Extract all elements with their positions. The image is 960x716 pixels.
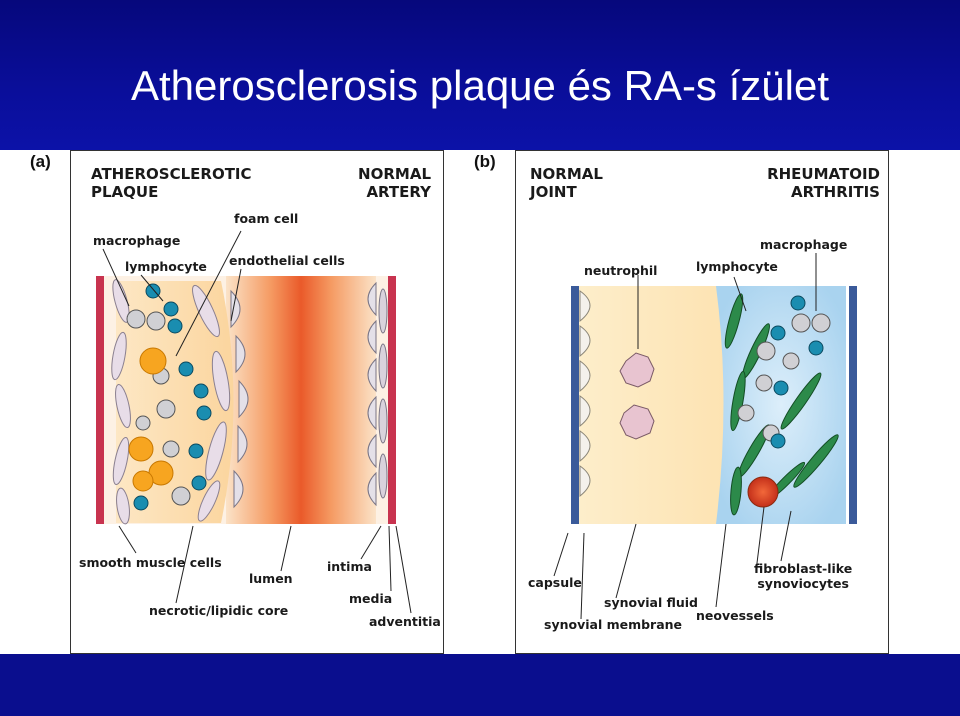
leader-lines-panel-a xyxy=(102,230,412,614)
lumen-area xyxy=(226,276,376,524)
neovessel xyxy=(747,476,779,508)
slide-header-band xyxy=(0,0,960,150)
label-lumen: lumen xyxy=(249,571,293,586)
heading-line: PLAQUE xyxy=(91,183,159,201)
label-media: media xyxy=(349,591,393,606)
label-capsule: capsule xyxy=(528,575,582,590)
leader-lines-panel-b xyxy=(553,253,817,620)
panel-b-heading-right: RHEUMATOID ARTHRITIS xyxy=(767,165,880,201)
heading-line: RHEUMATOID xyxy=(767,165,880,183)
heading-line: ATHEROSCLEROTIC xyxy=(91,165,252,183)
neutrophil-cells xyxy=(619,352,655,440)
panel-b-heading-left: NORMAL JOINT xyxy=(530,165,603,201)
label-macrophage-ra: macrophage xyxy=(760,237,848,252)
macrophage-cells-ra xyxy=(737,313,831,442)
label-fibroblast-like-synoviocytes: fibroblast-like synoviocytes xyxy=(754,561,852,591)
label-lymphocyte-ra: lymphocyte xyxy=(696,259,778,274)
label-smooth-muscle-cells: smooth muscle cells xyxy=(79,555,222,570)
fibroblast-cells xyxy=(724,293,839,516)
heading-line: ARTERY xyxy=(366,183,431,201)
joint-illustration xyxy=(553,253,857,620)
panel-b-rheumatoid-arthritis: NORMAL JOINT RHEUMATOID ARTHRITIS xyxy=(515,150,889,654)
endothelial-cells-right xyxy=(367,281,377,507)
lymphocyte-cells-ra xyxy=(770,295,824,449)
panel-a-heading-left: ATHEROSCLEROTIC PLAQUE xyxy=(91,165,252,201)
panel-b-label: (b) xyxy=(474,152,496,171)
label-macrophage: macrophage xyxy=(93,233,181,248)
label-intima: intima xyxy=(327,559,372,574)
label-synovial-fluid: synovial fluid xyxy=(604,595,698,610)
adventitia-strip-right xyxy=(388,276,396,524)
lymphocyte-cells xyxy=(133,283,212,511)
label-necrotic-core: necrotic/lipidic core xyxy=(149,603,289,618)
capsule-strip-right xyxy=(849,286,857,524)
slide-title: Atherosclerosis plaque és RA-s ízület xyxy=(131,62,829,109)
label-neutrophil: neutrophil xyxy=(584,263,658,278)
label-synovial-membrane: synovial membrane xyxy=(544,617,683,632)
smooth-muscle-cells-left xyxy=(111,279,231,525)
slide-footer-band xyxy=(0,654,960,716)
heading-line: JOINT xyxy=(530,183,577,201)
endothelial-cells-left xyxy=(230,289,249,509)
heading-line: NORMAL xyxy=(358,165,431,183)
media-cells-right xyxy=(378,288,388,499)
panel-a-heading-right: NORMAL ARTERY xyxy=(358,165,431,201)
adventitia-strip-left xyxy=(96,276,104,524)
heading-line: NORMAL xyxy=(530,165,603,183)
panel-a-label: (a) xyxy=(30,152,51,171)
label-line: synoviocytes xyxy=(757,576,849,591)
label-adventitia: adventitia xyxy=(369,614,441,629)
plaque-core xyxy=(116,281,234,523)
capsule-strip-left xyxy=(571,286,579,524)
artery-illustration xyxy=(96,230,412,614)
foam-cells xyxy=(128,347,174,492)
synovial-membrane-cells-normal xyxy=(579,290,591,498)
label-lymphocyte: lymphocyte xyxy=(125,259,207,274)
label-line: fibroblast-like xyxy=(754,561,853,576)
label-foam-cell: foam cell xyxy=(234,211,299,226)
label-neovessels: neovessels xyxy=(696,608,774,623)
heading-line: ARTHRITIS xyxy=(790,183,880,201)
panel-a-atherosclerosis: ATHEROSCLEROTIC PLAQUE NORMAL ARTERY xyxy=(70,150,444,654)
label-endothelial-cells: endothelial cells xyxy=(229,253,345,268)
